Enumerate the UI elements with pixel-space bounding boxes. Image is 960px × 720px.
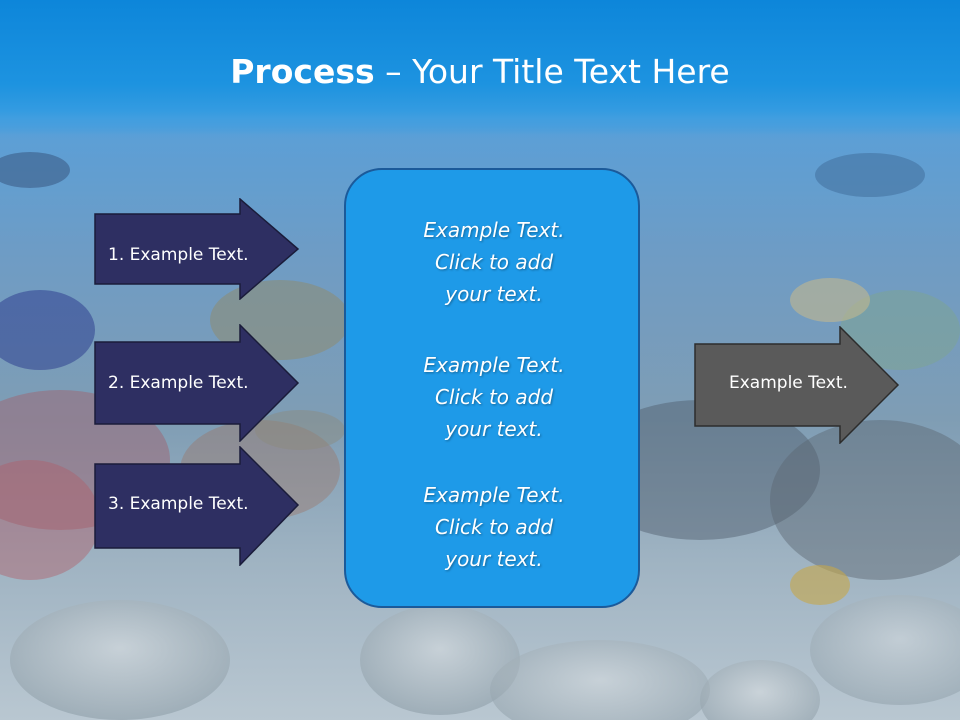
center-line: Example Text. [423,218,565,242]
left-arrow-label-1: 1. Example Text. [108,245,249,265]
left-arrow-3 [94,446,300,566]
left-arrow-label-3: 3. Example Text. [108,494,249,514]
title-band [0,0,960,140]
center-line: your text. [445,417,543,441]
center-line: Example Text. [423,483,565,507]
center-paragraph-1: Example Text. Click to add your text. [346,214,642,310]
right-arrow [694,326,900,444]
center-text-box[interactable]: Example Text. Click to add your text. Ex… [344,168,640,608]
center-line: Click to add [434,250,554,274]
center-line: your text. [445,282,543,306]
center-line: Click to add [434,385,554,409]
right-arrow-label: Example Text. [729,373,848,393]
left-arrow-1 [94,198,300,300]
left-arrow-2 [94,324,300,442]
title-bold: Process [230,52,375,91]
center-line: Example Text. [423,353,565,377]
center-line: your text. [445,547,543,571]
left-arrow-label-2: 2. Example Text. [108,373,249,393]
slide-title: Process – Your Title Text Here [0,52,960,91]
center-paragraph-2: Example Text. Click to add your text. [346,349,642,445]
center-line: Click to add [434,515,554,539]
title-rest: – Your Title Text Here [374,52,730,91]
center-paragraph-3: Example Text. Click to add your text. [346,479,642,575]
